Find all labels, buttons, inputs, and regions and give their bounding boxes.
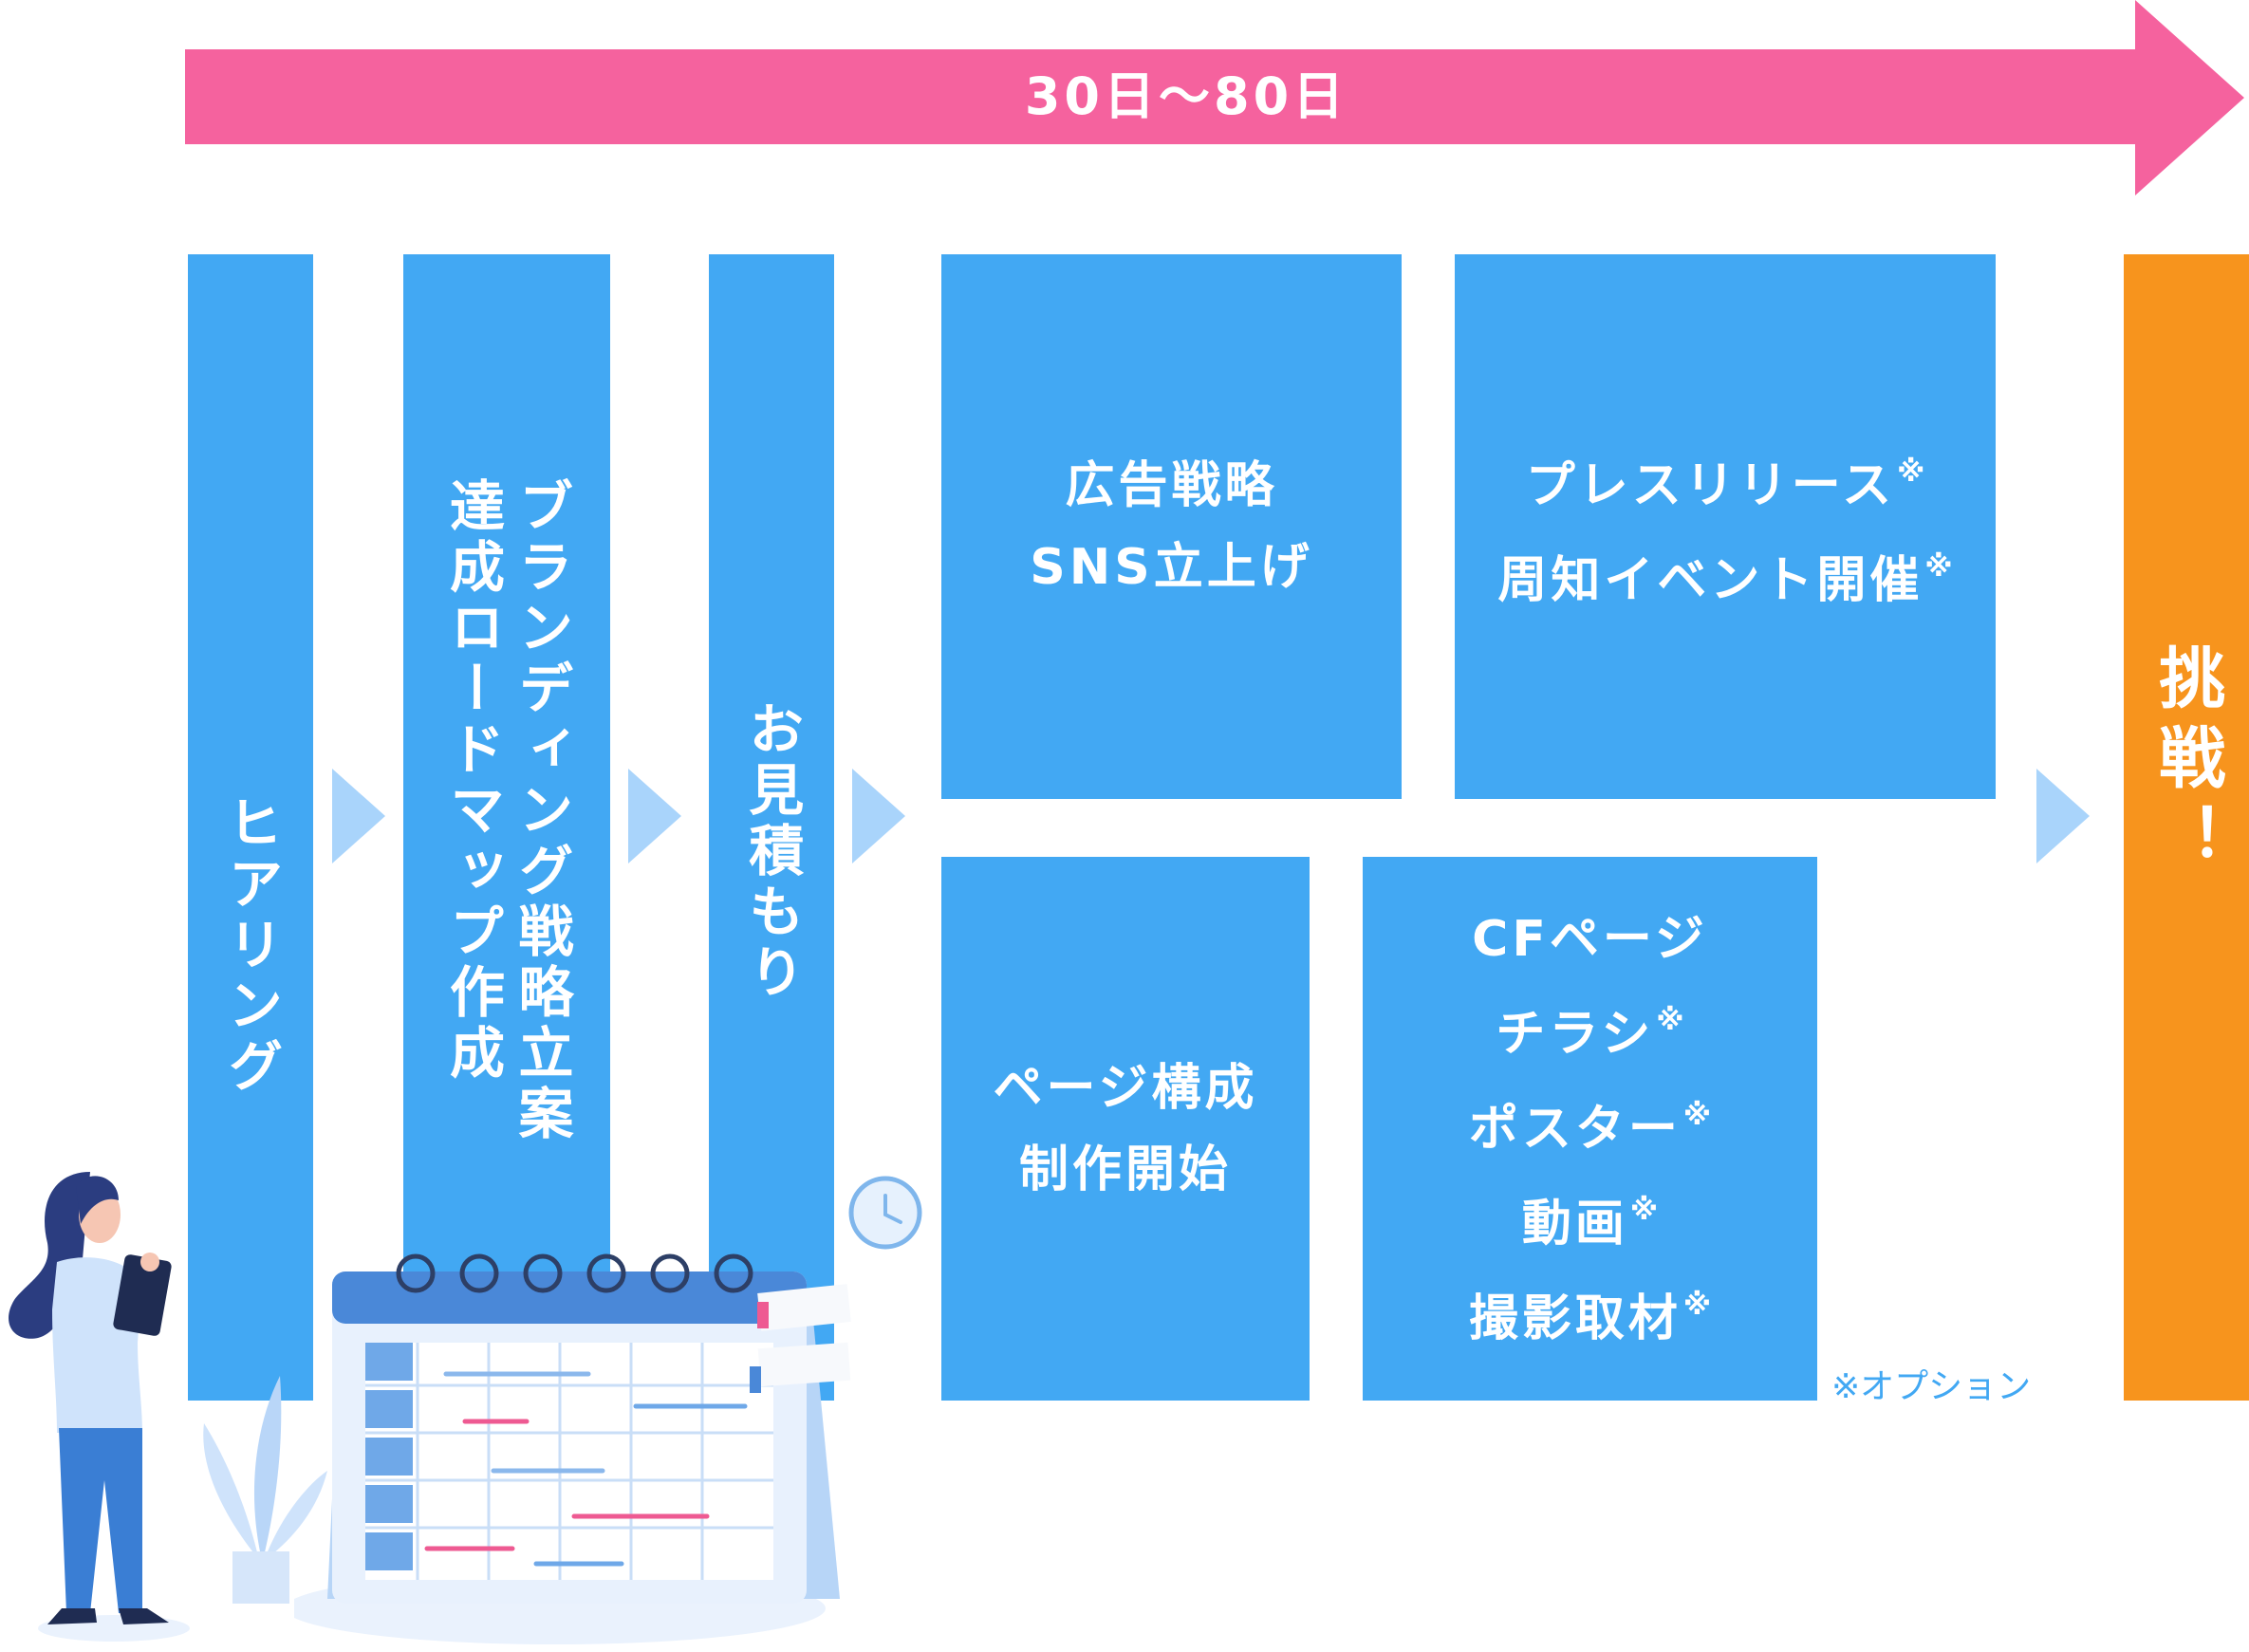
option-mark: ※ [1682,1288,1712,1322]
option-mark: ※ [1629,1193,1659,1227]
step-hearing: ヒアリング [188,254,313,1401]
step-branding: ブランディング戦略立案 達成ロードマップ作成 [403,254,610,1401]
step-cf-line3: ポスター [1468,1100,1682,1158]
clock-icon [848,1176,922,1250]
calendar-illustration [294,1253,851,1644]
step-cf-line5: 撮影取材 [1468,1290,1682,1347]
step-hearing-label: ヒアリング [218,794,284,1098]
connector-arrow-4 [2036,769,2090,863]
timeline-label: 30日〜80日 [1024,66,1348,126]
step-cf-line4: 動画 [1521,1195,1628,1253]
goal-label: 挑戦！ [2147,643,2226,882]
step-cf-line2: チラシ [1496,1005,1655,1063]
step-ads-line2: SNS立上げ [1030,539,1313,596]
connector-arrow-3 [852,769,905,863]
connector-arrow-2 [628,769,681,863]
step-press-line1: プレスリリース [1525,457,1896,514]
goal-box: 挑戦！ [2124,254,2249,1401]
option-note: ※オプション [1831,1367,2032,1406]
step-page-line1: ページ構成 [993,1059,1258,1117]
option-mark: ※ [1682,1098,1712,1132]
timeline-arrow [185,0,2244,195]
connector-arrow-1 [332,769,385,863]
step-ads: 広告戦略 SNS立上げ [941,254,1402,799]
option-mark: ※ [1924,550,1953,584]
step-cf-line1: CFページ [1472,910,1708,968]
step-estimate: お見積もり [709,254,834,1401]
step-page-line2: 制作開始 [1018,1141,1232,1198]
step-cf: CFページ チラシ※ ポスター※ 動画※ 撮影取材※ [1363,857,1817,1401]
step-ads-line1: 広告戦略 [1065,457,1278,514]
plant-illustration [203,1376,327,1604]
option-mark: ※ [1897,455,1925,489]
step-branding-line1: ブランディング戦略立案 [509,477,574,1145]
step-press: プレスリリース※ 周知イベント開催※ [1455,254,1996,799]
step-press-line2: 周知イベント開催 [1497,552,1924,609]
step-page: ページ構成 制作開始 [941,857,1310,1401]
step-estimate-label: お見積もり [739,700,805,1004]
option-mark: ※ [1656,1003,1684,1037]
step-branding-line2: 達成ロードマップ作成 [440,477,505,1085]
woman-illustration [9,1172,190,1642]
